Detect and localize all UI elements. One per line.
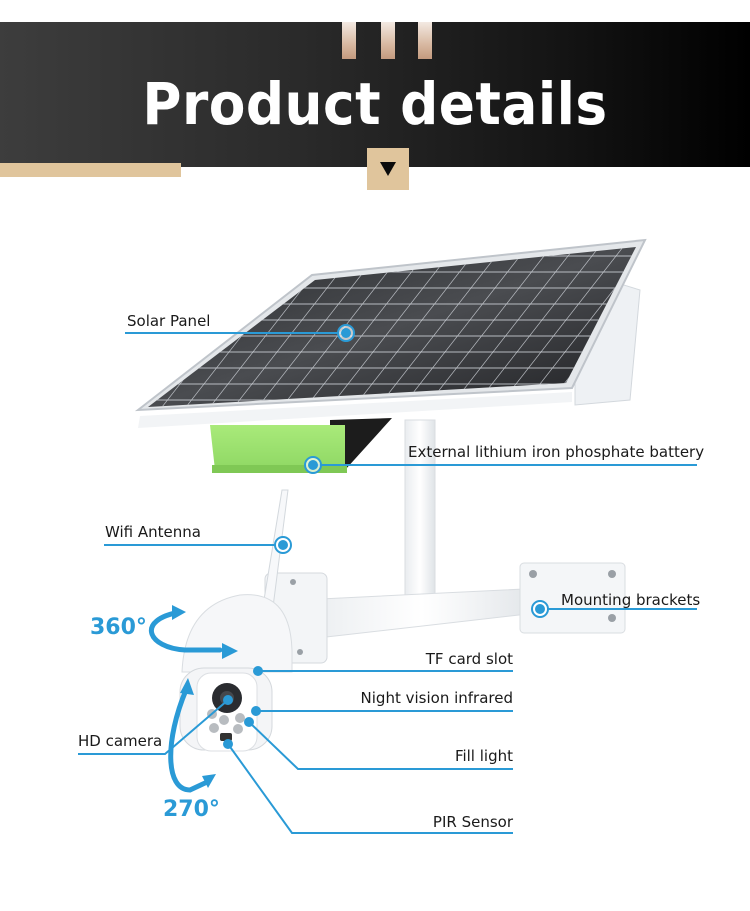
decor-bar	[418, 22, 432, 59]
label-solar-panel: Solar Panel	[127, 312, 211, 330]
decor-bar	[381, 22, 395, 59]
label-fill-light: Fill light	[454, 747, 513, 765]
header-banner	[0, 22, 750, 167]
label-hd-camera: HD camera	[78, 732, 163, 750]
label-wifi-antenna: Wifi Antenna	[105, 523, 201, 541]
label-tf-card-slot: TF card slot	[425, 650, 513, 668]
accent-strip	[0, 163, 181, 177]
label-pir-sensor: PIR Sensor	[432, 813, 513, 831]
page-title: Product details	[142, 70, 608, 138]
label-battery: External lithium iron phosphate battery	[408, 443, 705, 461]
rotation-270-label: 270°	[163, 797, 220, 822]
decor-bar	[342, 22, 356, 59]
label-night-vision: Night vision infrared	[360, 689, 513, 707]
down-triangle-icon	[380, 162, 396, 176]
rotation-360-label: 360°	[90, 615, 147, 640]
scroll-down-button[interactable]	[367, 148, 409, 190]
label-mounting-brackets: Mounting brackets	[561, 591, 701, 609]
